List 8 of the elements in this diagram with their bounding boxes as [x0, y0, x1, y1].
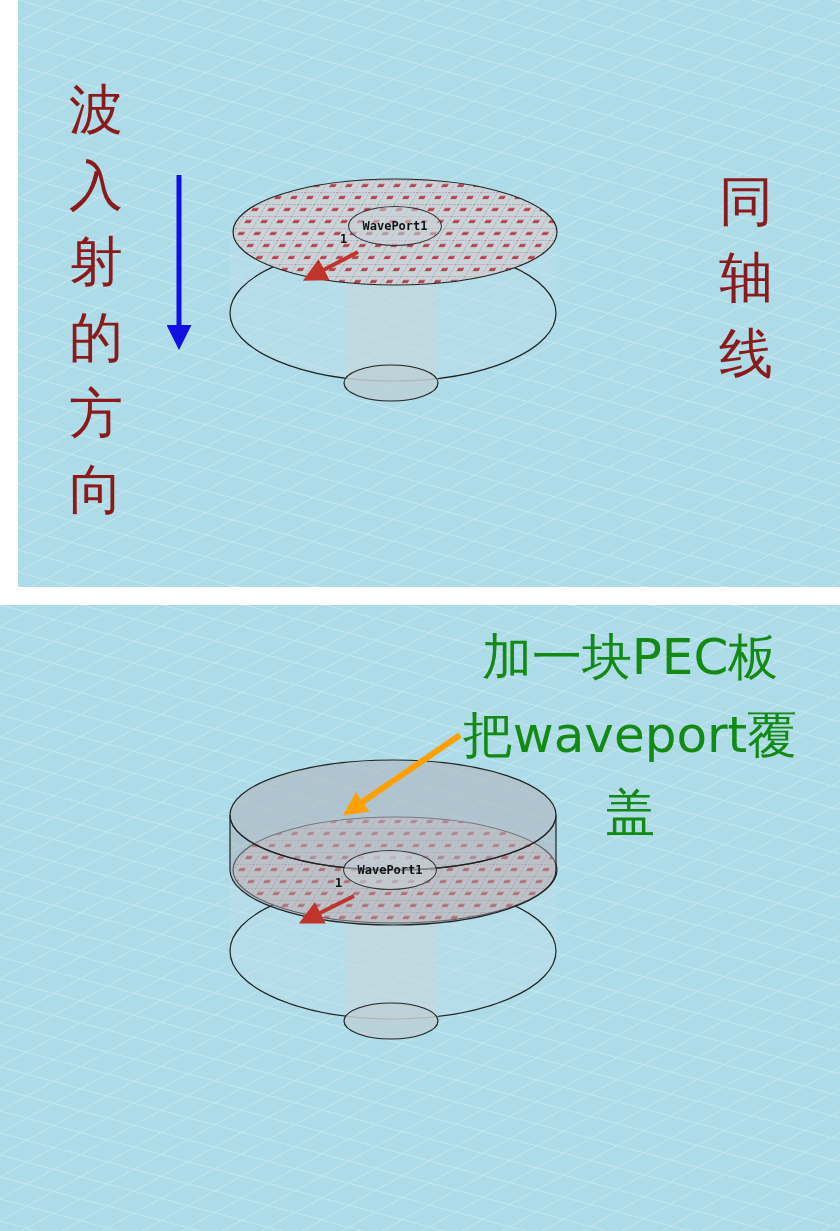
vertical-label: 同轴线 — [718, 169, 774, 387]
port-ellipse: WavePort1 — [348, 206, 442, 246]
leader-arrow — [342, 732, 462, 816]
annotation-text: 加一块PEC板把waveport覆盖 — [460, 618, 800, 852]
port-number: 1 — [335, 876, 343, 890]
vertical-label: 波入射的方向 — [68, 77, 124, 523]
port-ellipse: WavePort1 — [343, 850, 437, 890]
port-number: 1 — [340, 232, 348, 246]
